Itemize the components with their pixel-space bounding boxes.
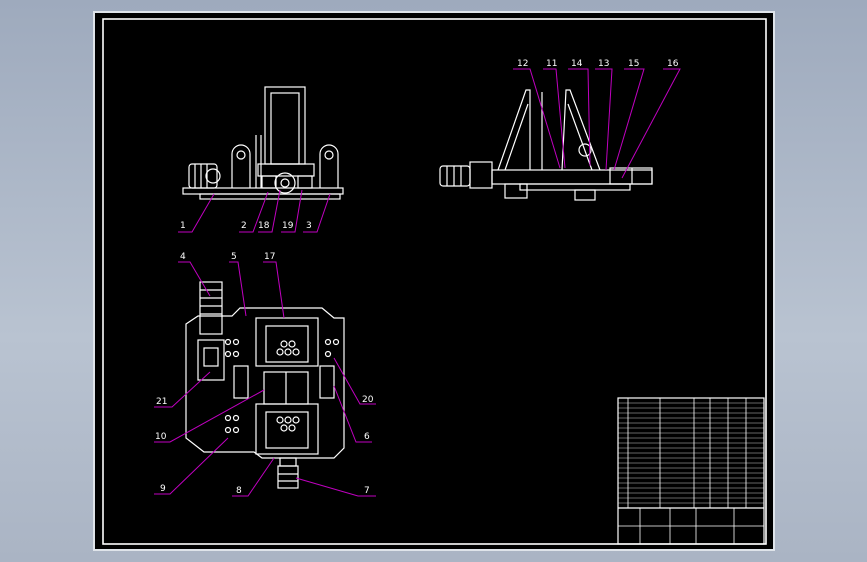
top-callout-4: 4 (180, 252, 186, 262)
front-callout-18: 18 (258, 221, 270, 231)
top-view (185, 281, 345, 489)
side-callout-12: 12 (517, 59, 528, 69)
side-callout-14: 14 (571, 59, 583, 69)
drawing-sheet (93, 11, 775, 551)
front-callout-2: 2 (241, 221, 247, 231)
top-callout-20: 20 (362, 395, 374, 405)
front-callout-19: 19 (282, 221, 294, 231)
drawing-frame (102, 18, 767, 545)
side-callout-13: 13 (598, 59, 609, 69)
parts-list-rows (618, 402, 764, 504)
front-callout-1: 1 (180, 221, 186, 231)
top-callout-21: 21 (156, 397, 167, 407)
parts-list-table (617, 397, 765, 545)
front-view (182, 86, 344, 200)
top-callout-17: 17 (264, 252, 275, 262)
side-callout-15: 15 (628, 59, 639, 69)
side-view-leaders (513, 68, 681, 179)
top-callout-6: 6 (364, 432, 370, 442)
side-view (439, 89, 653, 201)
top-callout-8: 8 (236, 486, 242, 496)
top-callout-5: 5 (231, 252, 237, 262)
front-callout-3: 3 (306, 221, 312, 231)
top-callout-9: 9 (160, 484, 166, 494)
top-callout-10: 10 (155, 432, 167, 442)
front-view-leaders (178, 189, 331, 233)
side-callout-11: 11 (546, 59, 557, 69)
top-callout-7: 7 (364, 486, 370, 496)
side-callout-16: 16 (667, 59, 679, 69)
top-view-leaders (154, 261, 376, 497)
